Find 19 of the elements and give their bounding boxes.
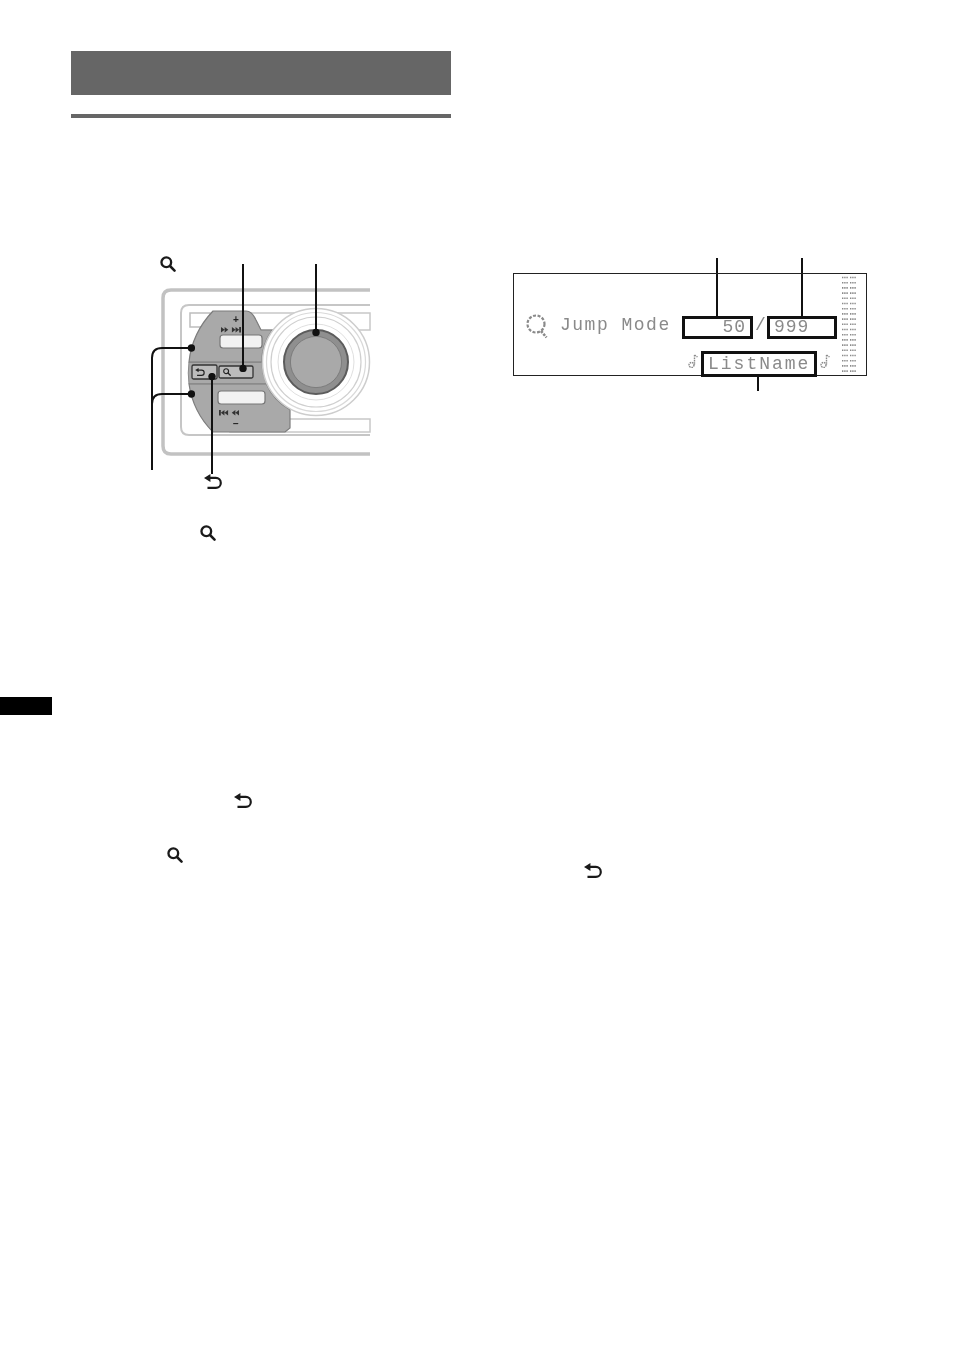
back-button: [191, 364, 218, 380]
leader-line: [757, 376, 759, 392]
list-name-frame: ListName: [701, 351, 817, 377]
minus-label: −: [233, 418, 239, 429]
plus-label: +: [233, 314, 239, 325]
control-dial: [283, 329, 349, 395]
leader-line: [208, 372, 216, 475]
leader-line: [801, 257, 803, 317]
leader-line: [239, 263, 247, 373]
back-arrow-icon: [204, 474, 221, 488]
leader-line: [716, 257, 718, 317]
current-number-frame: 50: [682, 316, 753, 339]
display-text: /: [755, 315, 768, 335]
display-panel: [513, 273, 867, 376]
leader-line: [312, 263, 320, 337]
leader-line: [151, 390, 196, 471]
display-text: Jump Mode: [560, 315, 671, 335]
total-number-frame: 999: [767, 316, 837, 339]
search-button: [218, 365, 254, 379]
